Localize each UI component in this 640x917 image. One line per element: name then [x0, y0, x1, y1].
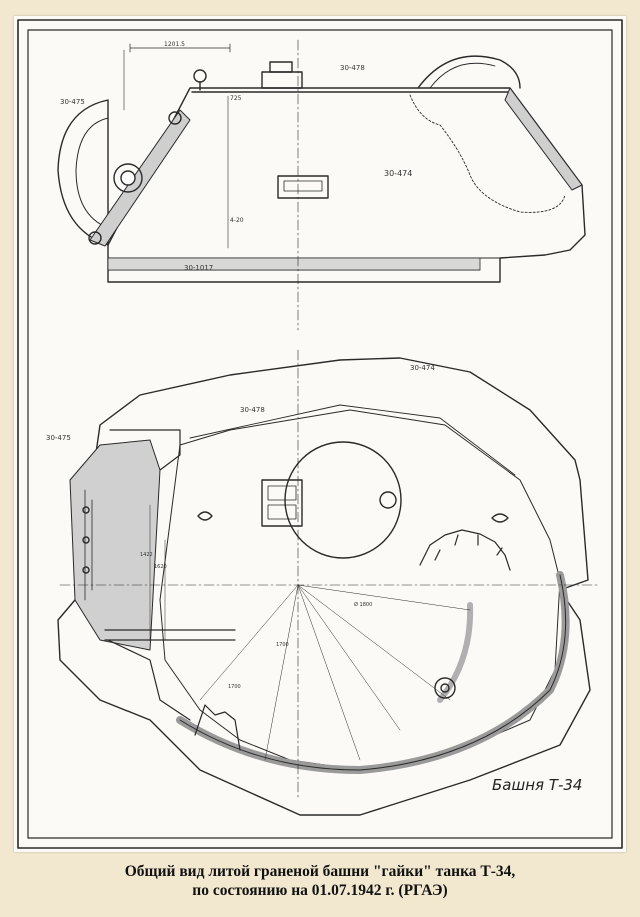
top-view [57, 349, 601, 816]
label-side-mantlet: 30-475 [60, 98, 85, 106]
side-lifting-eye [193, 69, 207, 83]
label-side-base: 30-1017 [184, 264, 213, 272]
label-dim-side-top: 1201.5 [164, 41, 185, 48]
side-mantlet [57, 99, 109, 246]
label-top-roof: 30-478 [240, 406, 265, 414]
label-dim-3: 1700 [276, 642, 289, 648]
label-side-body: 30-474 [384, 169, 412, 178]
caption-line-2: по состоянию на 01.07.1942 г. (РГАЭ) [192, 882, 448, 899]
caption: Общий вид литой граненой башни "гайки" т… [0, 862, 640, 900]
drawing-stamp: Башня Т-34 [492, 776, 582, 794]
label-dim-side-roof: 725 [230, 95, 242, 102]
side-mantlet-section [89, 109, 191, 247]
side-hatch-dome [417, 55, 521, 89]
label-dim-1: 1422 [140, 552, 153, 558]
label-dim-diag: Ø 1800 [354, 601, 372, 608]
top-gun [104, 629, 236, 641]
turret-drawing: 30-475 30-478 30-474 30-1017 1201.5 725 … [17, 19, 623, 849]
top-mantlet [69, 439, 161, 651]
side-hatch-dome-inner [429, 62, 496, 89]
top-turret-ring [176, 571, 570, 774]
side-view [57, 39, 586, 331]
label-dim-side-height: 4-20 [230, 217, 244, 224]
top-rack [419, 529, 511, 571]
label-top-body: 30-474 [410, 364, 435, 372]
label-dim-4: 1700 [228, 684, 241, 690]
outer-frame [17, 19, 623, 849]
top-turret-outline [57, 357, 591, 816]
label-dim-2: 1620 [154, 564, 167, 570]
side-rear-section [504, 87, 583, 191]
side-vision-block [277, 175, 329, 199]
drawing-sheet: 30-475 30-478 30-474 30-1017 1201.5 725 … [14, 16, 626, 852]
top-periscope [261, 479, 303, 527]
top-inner-wall [159, 409, 561, 771]
side-rear-break [409, 94, 566, 213]
side-dim-top [129, 43, 231, 53]
label-side-roof: 30-478 [340, 64, 365, 72]
caption-line-1: Общий вид литой граненой башни "гайки" т… [124, 863, 516, 880]
label-top-mantlet: 30-475 [46, 434, 71, 442]
inner-frame [27, 29, 613, 839]
side-turret-outline [107, 87, 586, 283]
side-periscope [261, 71, 303, 89]
labels: 30-475 30-478 30-474 30-1017 1201.5 725 … [46, 41, 582, 794]
